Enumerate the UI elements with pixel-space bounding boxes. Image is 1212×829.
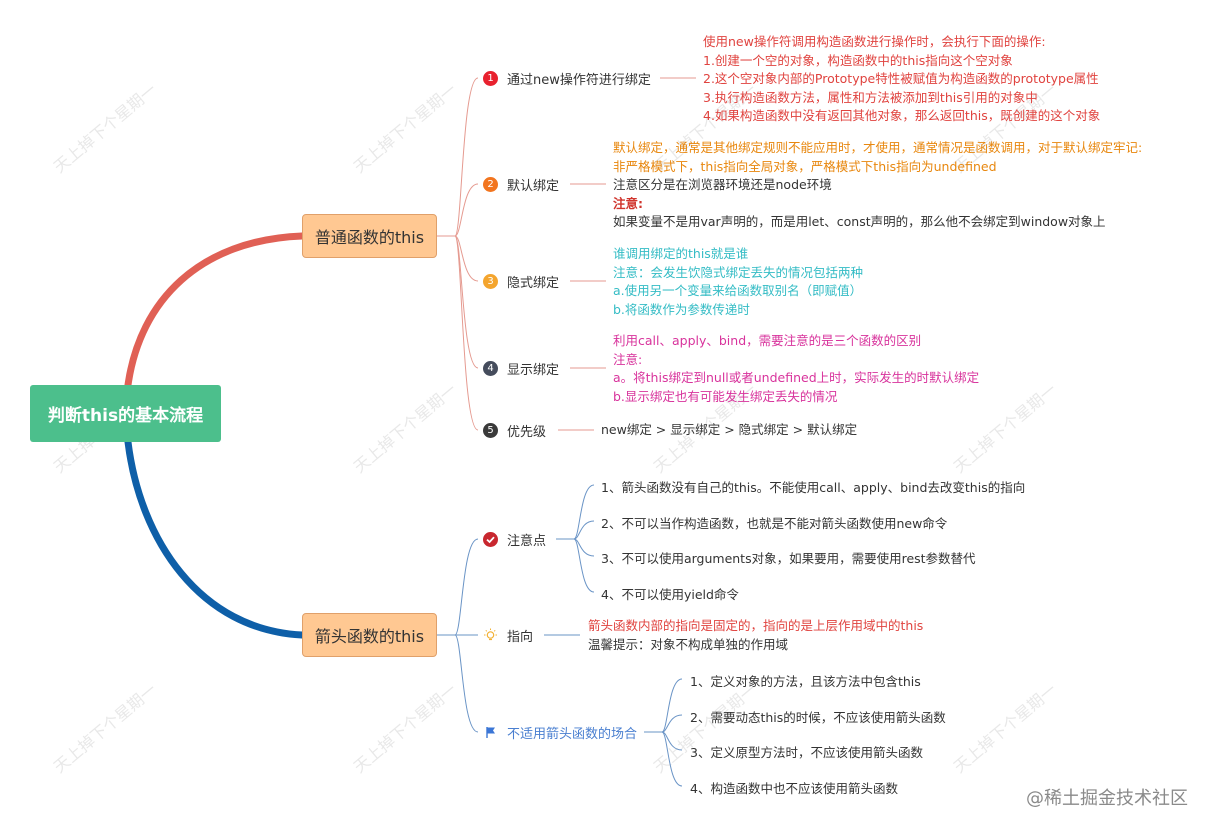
note-item: 4、不可以使用yield命令 [601, 587, 739, 602]
branch-label: 不适用箭头函数的场合 [507, 727, 638, 742]
note-item: 3、不可以使用arguments对象，如果要用，需要使用rest参数替代 [601, 551, 976, 566]
branch-notes[interactable]: 注意点 [483, 530, 546, 549]
branch-label: 通过new操作符进行绑定 [507, 73, 651, 88]
branch-label: 指向 [507, 630, 534, 645]
number-2-icon: 2 [483, 177, 498, 192]
branch-label: 优先级 [507, 425, 547, 440]
branch-label: 默认绑定 [507, 179, 560, 194]
unsuitable-item: 2、需要动态this的时候，不应该使用箭头函数 [690, 710, 946, 725]
topic-arrow-function-this[interactable]: 箭头函数的this [302, 613, 437, 657]
lightbulb-icon [483, 628, 498, 643]
flag-icon [483, 725, 498, 740]
number-5-icon: 5 [483, 423, 498, 438]
pointer-details: 箭头函数内部的指向是固定的，指向的是上层作用域中的this 温馨提示：对象不构成… [588, 618, 924, 652]
branch-implicit-binding[interactable]: 3 隐式绑定 [483, 272, 559, 291]
unsuitable-item: 3、定义原型方法时，不应该使用箭头函数 [690, 745, 923, 760]
number-3-icon: 3 [483, 274, 498, 289]
note-item: 1、箭头函数没有自己的this。不能使用call、apply、bind去改变th… [601, 480, 1026, 495]
branch-label: 隐式绑定 [507, 276, 560, 291]
root-topic[interactable]: 判断this的基本流程 [30, 385, 221, 442]
priority-details: new绑定 > 显示绑定 > 隐式绑定 > 默认绑定 [601, 422, 858, 437]
branch-default-binding[interactable]: 2 默认绑定 [483, 175, 559, 194]
branch-explicit-binding[interactable]: 4 显示绑定 [483, 359, 559, 378]
unsuitable-item: 1、定义对象的方法，且该方法中包含this [690, 674, 921, 689]
note-item: 2、不可以当作构造函数，也就是不能对箭头函数使用new命令 [601, 516, 948, 531]
source-watermark: @稀土掘金技术社区 [1026, 788, 1188, 809]
branch-label: 注意点 [507, 534, 547, 549]
check-icon [483, 532, 498, 547]
unsuitable-item: 4、构造函数中也不应该使用箭头函数 [690, 781, 898, 796]
number-4-icon: 4 [483, 361, 498, 376]
explicit-binding-details: 利用call、apply、bind，需要注意的是三个函数的区别 注意: a。将t… [613, 333, 980, 404]
implicit-binding-details: 谁调用绑定的this就是谁 注意：会发生饮隐式绑定丢失的情况包括两种 a.使用另… [613, 246, 864, 317]
branch-priority[interactable]: 5 优先级 [483, 421, 546, 440]
branch-new-binding[interactable]: 1 通过new操作符进行绑定 [483, 69, 651, 88]
default-binding-details: 默认绑定，通常是其他绑定规则不能应用时，才使用，通常情况是函数调用，对于默认绑定… [613, 140, 1143, 230]
branch-label: 显示绑定 [507, 363, 560, 378]
branch-pointer[interactable]: 指向 [483, 626, 533, 645]
new-binding-details: 使用new操作符调用构造函数进行操作时，会执行下面的操作: 1.创建一个空的对象… [703, 34, 1101, 124]
topic-normal-function-this[interactable]: 普通函数的this [302, 214, 437, 258]
branch-unsuitable[interactable]: 不适用箭头函数的场合 [483, 723, 637, 742]
number-1-icon: 1 [483, 71, 498, 86]
